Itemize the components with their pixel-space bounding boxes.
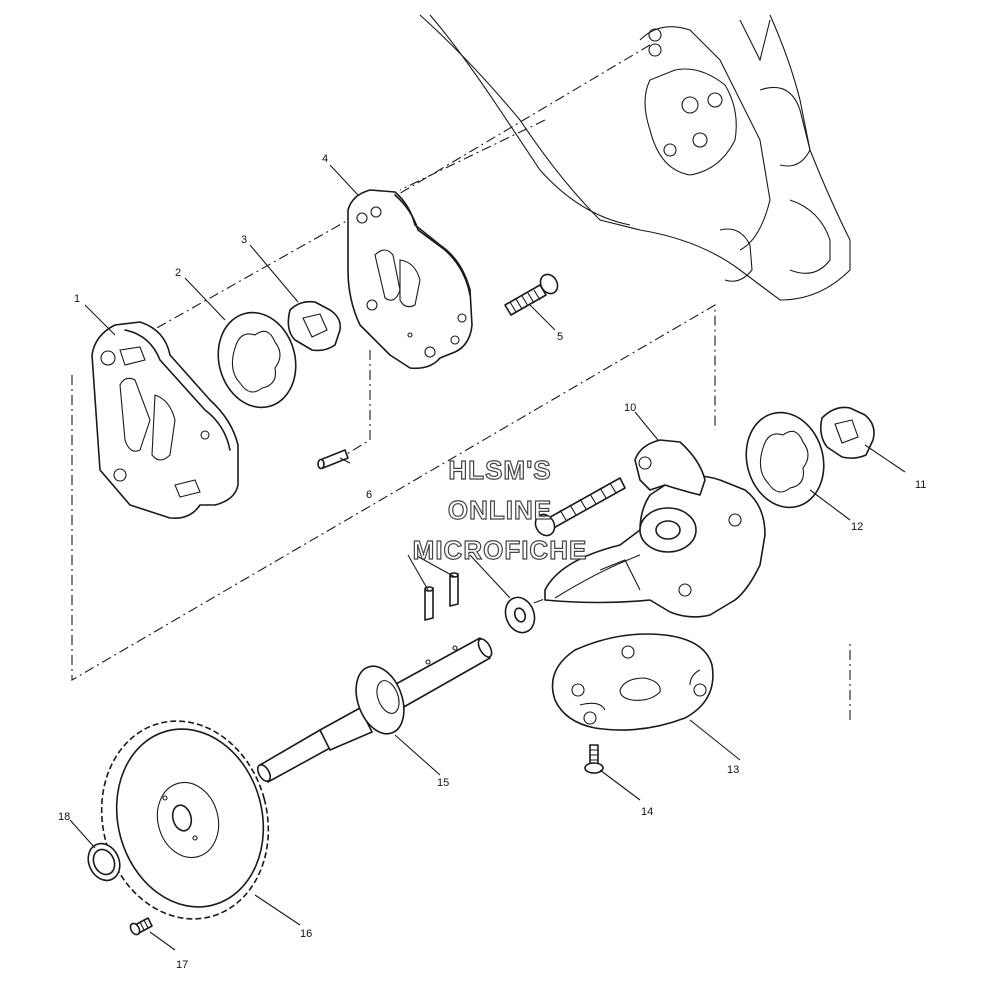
label-part-11: 11 [915,479,926,491]
crankcase-outline [419,14,851,301]
label-part-15: 15 [437,777,449,789]
label-part-3: 3 [241,234,247,246]
part-4-pump-plate [347,189,473,370]
part-15-shaft [256,637,493,783]
part-10-pump-body [544,439,766,618]
label-part-13: 13 [727,764,739,776]
watermark-line-2: ONLINE [447,494,553,525]
label-part-4: 4 [322,153,328,165]
drive-pins [424,572,459,621]
part-1-pump-housing [91,321,239,520]
part-labels: 1 2 3 4 5 6 10 11 12 13 14 15 16 17 18 [58,153,926,971]
label-part-10: 10 [624,402,636,414]
part-3-inner-rotor [287,300,342,352]
part-17-bolt [129,917,153,936]
leader-lines [69,164,906,951]
part-11-inner-rotor [820,406,875,459]
part-16-gear [100,720,270,920]
label-part-5: 5 [557,331,563,343]
part-12-outer-rotor [745,411,825,509]
long-bolt [534,477,626,537]
label-part-2: 2 [175,267,181,279]
label-part-6: 6 [366,489,372,501]
part-5-screw [504,273,559,316]
label-part-14: 14 [641,806,653,818]
watermark-line-3: MICROFICHE [412,534,588,565]
watermark-line-1: HLSM'S [448,454,552,485]
part-14-small-screw [584,744,604,774]
washer [504,596,536,634]
label-part-1: 1 [74,293,80,305]
label-part-12: 12 [851,521,863,533]
part-6-pin [317,449,349,470]
part-18-washer [87,842,121,882]
part-2-outer-rotor [217,311,297,409]
label-part-17: 17 [176,959,188,971]
label-part-18: 18 [58,811,70,823]
part-13-cover-plate [551,633,714,731]
label-part-16: 16 [300,928,312,940]
